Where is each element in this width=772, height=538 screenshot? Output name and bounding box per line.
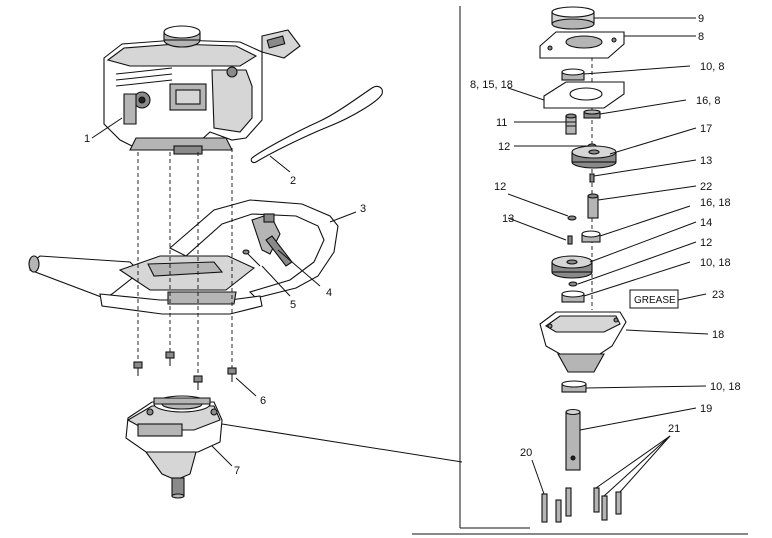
callout-6: 6	[260, 395, 266, 407]
callout-9: 9	[698, 13, 704, 25]
housing-part-18	[539, 311, 627, 373]
pin-part-b	[567, 235, 573, 245]
grease-box: GREASE	[629, 289, 679, 309]
callout-3: 3	[360, 203, 366, 215]
callout-7: 7	[234, 465, 240, 477]
callout-10-18-a: 10, 18	[700, 257, 731, 269]
callout-14: 14	[700, 217, 712, 229]
callout-8-15-18: 8, 15, 18	[470, 79, 513, 91]
callout-22: 22	[700, 181, 712, 193]
grease-label: GREASE	[634, 295, 676, 306]
callout-18: 18	[712, 329, 724, 341]
cover-plate-part-8	[539, 31, 625, 59]
gear-part-14	[551, 255, 593, 279]
callout-12-a: 12	[498, 141, 510, 153]
fuel-line-part	[250, 85, 383, 164]
washer-part-c	[568, 281, 578, 287]
callout-13-a: 13	[700, 155, 712, 167]
callout-13-b: 13	[502, 213, 514, 225]
bearing-part-bottom	[561, 380, 587, 393]
callout-19: 19	[700, 403, 712, 415]
cap-part-9	[551, 6, 595, 30]
shaft-part-22	[587, 193, 599, 219]
bearing-part-low	[561, 290, 585, 303]
callout-12-c: 12	[700, 237, 712, 249]
bolts-part-20	[541, 487, 572, 523]
pinion-part-11	[565, 113, 577, 135]
callout-10-8: 10, 8	[700, 61, 724, 73]
panel-border	[412, 6, 748, 535]
gear-part-17	[571, 145, 617, 169]
alignment-lines	[137, 148, 233, 376]
bearing-part-top	[561, 68, 585, 81]
callout-1: 1	[84, 133, 90, 145]
callout-4: 4	[326, 287, 332, 299]
callout-17: 17	[700, 123, 712, 135]
callout-11: 11	[496, 117, 507, 129]
leader-lines-left	[91, 117, 463, 467]
leader-lines-right	[507, 17, 709, 497]
bolts-part	[133, 351, 237, 390]
callout-21: 21	[668, 423, 680, 435]
callout-10-18-b: 10, 18	[710, 381, 741, 393]
output-shaft-part-19	[565, 408, 581, 471]
pin-part-a	[589, 173, 595, 183]
callout-12-b: 12	[494, 181, 506, 193]
bearing-part-mid	[581, 230, 601, 243]
callout-23: 23	[712, 289, 724, 301]
gearbox-assembly-part	[125, 395, 223, 499]
callout-20: 20	[520, 447, 532, 459]
small-screw-part	[242, 249, 261, 267]
handle-frame-part	[28, 199, 339, 315]
callout-16-8: 16, 8	[696, 95, 720, 107]
seal-part	[583, 109, 601, 119]
callout-2: 2	[290, 175, 296, 187]
gasket-part	[543, 81, 625, 109]
callout-5: 5	[290, 299, 296, 311]
callout-16-18: 16, 18	[700, 197, 731, 209]
callout-8: 8	[698, 31, 704, 43]
engine-part	[103, 25, 301, 155]
washer-part-b	[567, 215, 577, 221]
